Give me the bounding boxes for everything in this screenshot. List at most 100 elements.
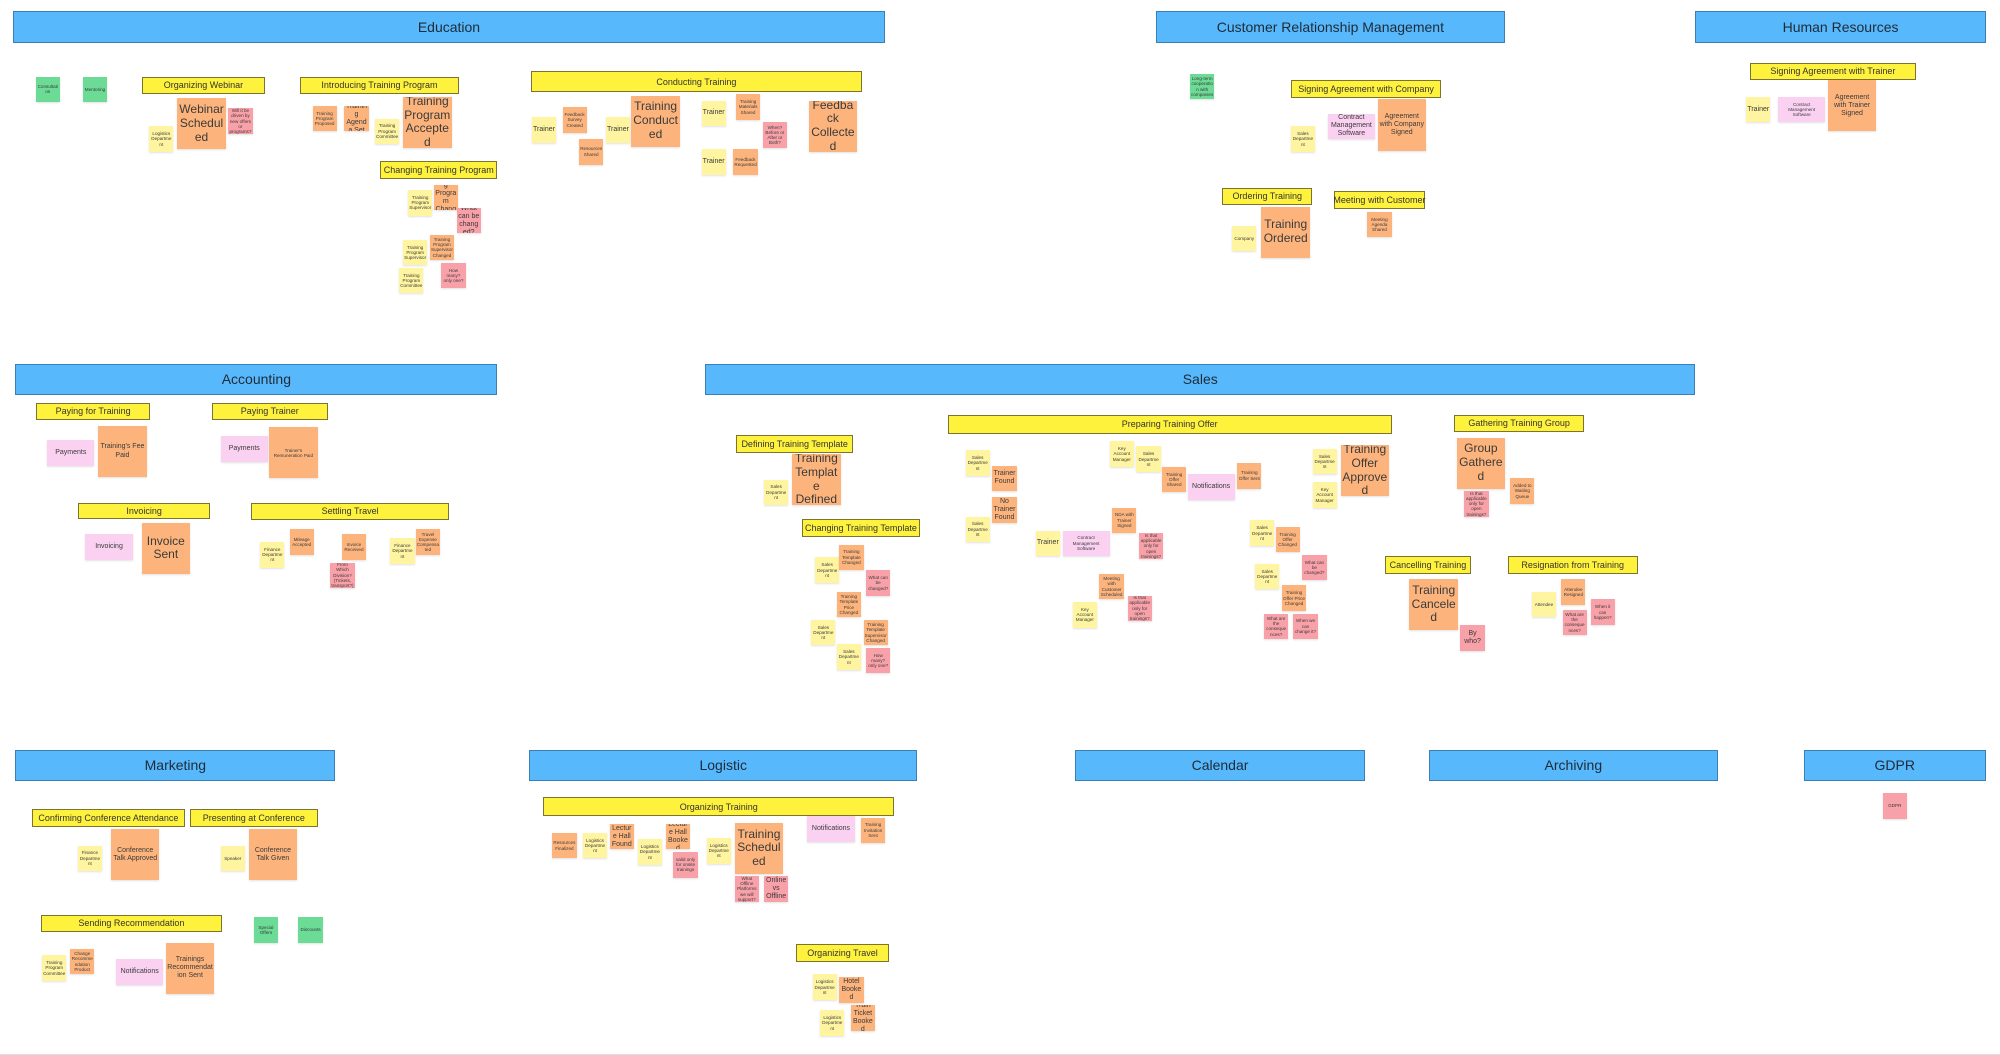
domain-event-sticky[interactable]: Webinar Scheduled [177,98,226,150]
actor-sticky[interactable]: Key Account Manager [1312,482,1337,508]
process-introducing-training-program[interactable]: Introducing Training Program [299,76,460,95]
actor-sticky[interactable]: Trainer [605,117,631,143]
domain-event-sticky[interactable]: Attendee Resigned [1561,579,1586,605]
section-header-accounting[interactable]: Accounting [15,363,498,396]
external-system-sticky[interactable]: Notifications [1187,474,1235,500]
actor-sticky[interactable]: Logistics Department [637,839,662,865]
domain-event-sticky[interactable]: Added to Waiting Queue [1510,478,1535,504]
domain-event-sticky[interactable]: Group Gathered [1456,437,1506,489]
domain-event-sticky[interactable]: Trainer's Remuneration Paid [269,427,318,479]
actor-sticky[interactable]: Sales Department [965,450,990,476]
domain-event-sticky[interactable]: Training Offer Shared [1161,466,1187,493]
external-system-sticky[interactable]: Payments [220,436,268,462]
actor-sticky[interactable]: Finance Department [390,538,415,564]
domain-event-sticky[interactable]: Feedback Collected [808,100,858,152]
actor-sticky[interactable]: Sales Department [1255,563,1280,590]
domain-event-sticky[interactable]: Training Program Proposed [312,105,337,132]
hotspot-sticky[interactable]: Is that applicable only for open trainin… [1127,595,1152,622]
process-invoicing[interactable]: Invoicing [77,502,211,520]
process-presenting-at-conference[interactable]: Presenting at Conference [190,808,318,827]
actor-sticky[interactable]: Logistics Department [820,1010,845,1036]
policy-sticky[interactable]: Consultation [35,76,60,103]
process-resignation-from-training[interactable]: Resignation from Training [1507,556,1638,574]
actor-sticky[interactable]: Training Program Supervisor [403,239,428,266]
domain-event-sticky[interactable]: Invoice Received [341,534,367,560]
hotspot-sticky[interactable]: When? Before or After or Both? [762,122,787,148]
process-preparing-training-offer[interactable]: Preparing Training Offer [947,414,1392,434]
actor-sticky[interactable]: Logistics Department [706,838,731,864]
actor-sticky[interactable]: Training Program Committee [42,955,67,981]
process-organizing-training[interactable]: Organizing Training [543,797,895,817]
section-header-human-resources[interactable]: Human Resources [1695,11,1986,44]
hotspot-sticky[interactable]: What can be changed? [1302,554,1327,581]
domain-event-sticky[interactable]: Training Program Changed [433,184,458,211]
external-system-sticky[interactable]: Invoicing [85,534,133,560]
hotspot-sticky[interactable]: What can be changed? [456,207,481,234]
domain-event-sticky[interactable]: Training Offer Price Changed [1281,585,1307,611]
domain-event-sticky[interactable]: Training Conducted [631,95,680,147]
policy-sticky[interactable]: Long-term cooperation with companies [1190,73,1215,100]
domain-event-sticky[interactable]: NDA with Trainer Signed [1112,507,1137,534]
hotspot-sticky[interactable]: valid only for onsite trainings [673,852,698,878]
domain-event-sticky[interactable]: Conference Talk Approved [110,829,160,881]
hotspot-sticky[interactable]: Online vs Offline [764,876,789,902]
policy-sticky[interactable]: Mentoring [82,76,108,103]
process-sending-recommendation[interactable]: Sending Recommendation [40,914,222,933]
policy-sticky[interactable]: Discounts [298,917,323,943]
actor-sticky[interactable]: Speaker [220,845,245,872]
actor-sticky[interactable]: Trainer [701,149,726,175]
external-system-sticky[interactable]: Notifications [807,816,855,842]
section-header-logistic[interactable]: Logistic [529,750,918,781]
external-system-sticky[interactable]: Contract Management Software [1327,113,1375,140]
process-paying-trainer[interactable]: Paying Trainer [211,403,328,420]
actor-sticky[interactable]: Trainer [1746,96,1771,123]
domain-event-sticky[interactable]: Lecture Hall Found [609,823,634,850]
domain-event-sticky[interactable]: Feedback Requested [733,149,758,175]
domain-event-sticky[interactable]: Hotel Booked [839,977,864,1003]
actor-sticky[interactable]: Logistics Department [812,974,837,1000]
policy-sticky[interactable]: Special Offers [253,917,279,943]
domain-event-sticky[interactable]: No Trainer Found [992,497,1017,523]
actor-sticky[interactable]: Key Account Manager [1072,602,1097,628]
domain-event-sticky[interactable]: Training Canceled [1409,579,1458,631]
external-system-sticky[interactable]: Contract Management Software [1062,530,1110,557]
domain-event-sticky[interactable]: Training Offer Changed [1275,526,1300,553]
actor-sticky[interactable]: Sales Department [1250,520,1275,546]
hotspot-sticky[interactable]: GDPR [1882,793,1907,819]
hotspot-sticky[interactable]: What are the consequences? [1264,613,1289,640]
process-changing-training-template[interactable]: Changing Training Template [802,519,920,537]
domain-event-sticky[interactable]: Training Program Accepted [403,96,452,148]
hotspot-sticky[interactable]: What can be changed? [866,570,891,596]
actor-sticky[interactable]: Sales Department [815,557,840,583]
process-defining-training-template[interactable]: Defining Training Template [735,434,854,453]
domain-event-sticky[interactable]: Resources Finalized [552,832,577,859]
actor-sticky[interactable]: Training Program Supervisor [408,190,433,216]
external-system-sticky[interactable]: Contract Management Software [1778,96,1826,123]
hotspot-sticky[interactable]: By who? [1460,625,1485,651]
domain-event-sticky[interactable]: Training Scheduled [734,822,784,874]
external-system-sticky[interactable]: Payments [47,440,95,466]
domain-event-sticky[interactable]: Training Template Changed [839,544,864,571]
domain-event-sticky[interactable]: Agreement with Company Signed [1377,99,1427,151]
process-ordering-training[interactable]: Ordering Training [1221,187,1313,206]
actor-sticky[interactable]: Sales Department [1312,448,1337,475]
actor-sticky[interactable]: Key Account Manager [1109,441,1134,467]
hotspot-sticky[interactable]: How many? only one? [441,262,466,289]
hotspot-sticky[interactable]: When it can happen? [1590,599,1615,625]
hotspot-sticky[interactable]: What Offline Platforms we will support? [734,876,759,902]
external-system-sticky[interactable]: Notifications [116,959,164,985]
process-cancelling-training[interactable]: Cancelling Training [1385,556,1471,574]
actor-sticky[interactable]: Trainer [701,100,726,127]
process-changing-training-program[interactable]: Changing Training Program [380,160,498,179]
domain-event-sticky[interactable]: Trainer Found [992,465,1017,492]
process-confirming-conference-attendance[interactable]: Confirming Conference Attendance [31,808,185,827]
domain-event-sticky[interactable]: Training's Fee Paid [98,426,147,478]
actor-sticky[interactable]: Logistics Department [149,126,174,152]
actor-sticky[interactable]: Sales Department [764,479,789,506]
domain-event-sticky[interactable]: Lecture Hall Booked [665,823,691,850]
hotspot-sticky[interactable]: When we can change it? [1293,613,1318,640]
hotspot-sticky[interactable]: How many? only one? [866,647,891,674]
hotspot-sticky[interactable]: Is that applicable only for open trainin… [1464,491,1489,517]
domain-event-sticky[interactable]: Training Agenda Set [344,105,369,132]
